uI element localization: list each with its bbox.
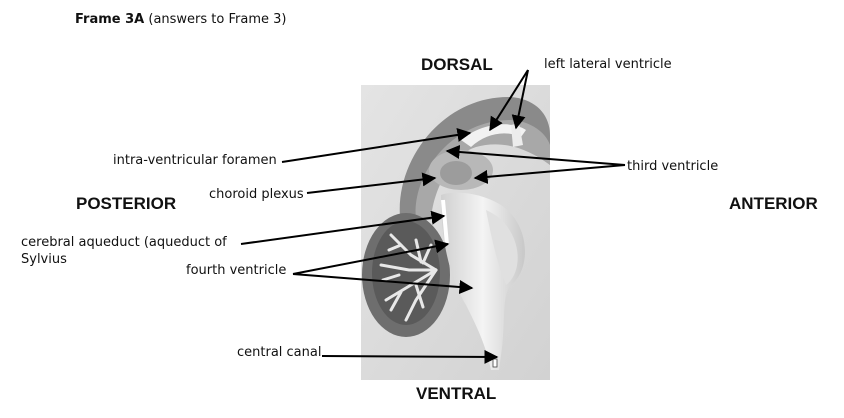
label-cerebral-aqueduct: cerebral aqueduct (aqueduct of Sylvius <box>21 235 227 267</box>
frame-title: Frame 3A (answers to Frame 3) <box>75 12 287 27</box>
ventral-label: VENTRAL <box>416 384 497 403</box>
label-left-lateral-ventricle: left lateral ventricle <box>544 57 672 72</box>
dorsal-label: DORSAL <box>421 55 493 74</box>
label-intra-ventricular-foramen: intra-ventricular foramen <box>113 153 277 168</box>
posterior-label: POSTERIOR <box>76 194 177 213</box>
brain-model-image <box>361 85 550 380</box>
label-third-ventricle: third ventricle <box>627 159 719 174</box>
label-fourth-ventricle: fourth ventricle <box>186 263 287 278</box>
label-central-canal: central canal <box>237 345 322 360</box>
label-choroid-plexus: choroid plexus <box>209 187 304 202</box>
anterior-label: ANTERIOR <box>729 194 818 213</box>
